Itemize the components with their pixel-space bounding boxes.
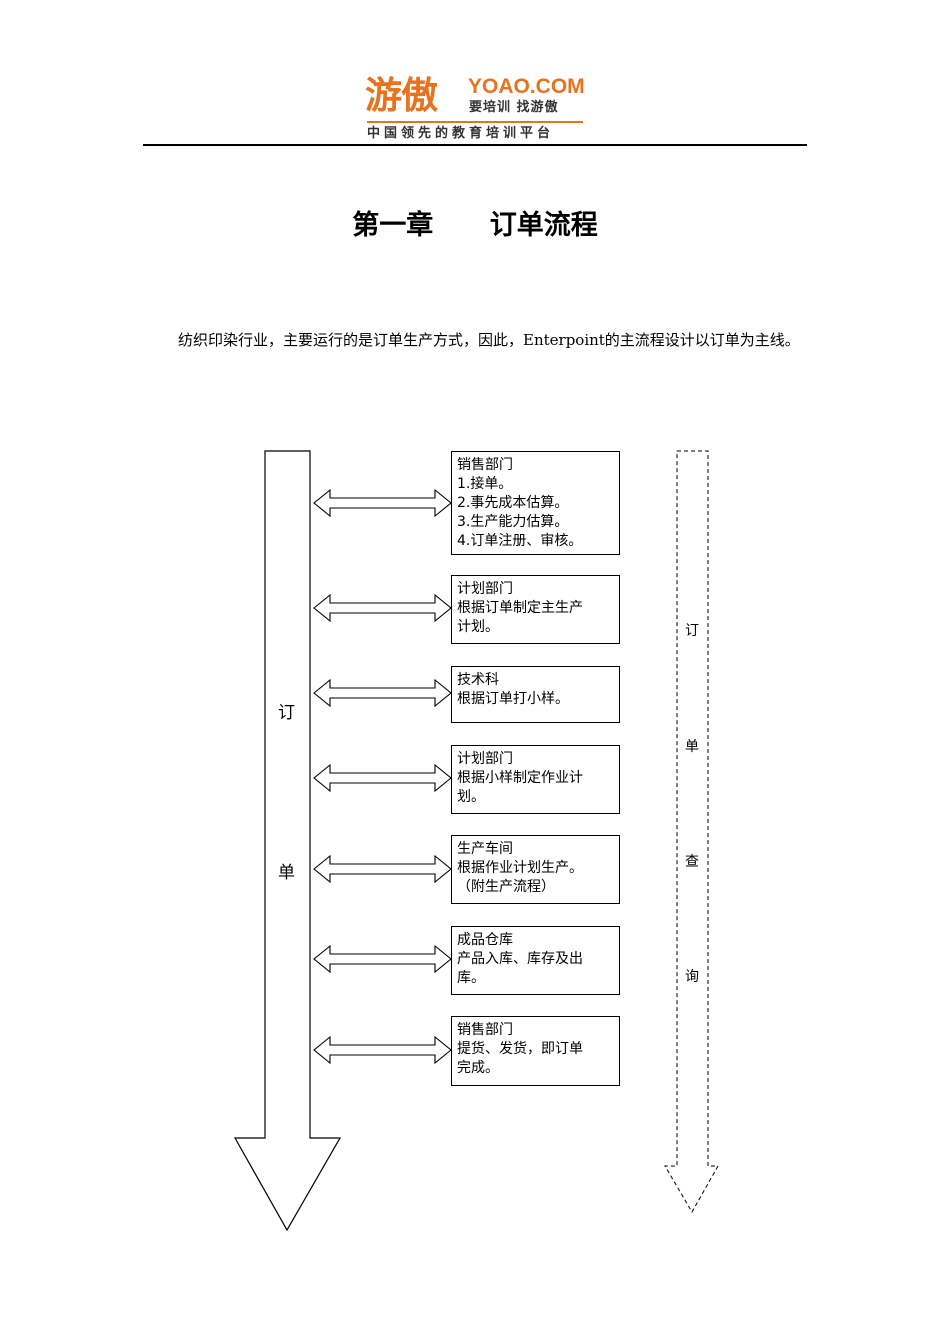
box-line: 产品入库、库存及出 (457, 951, 583, 967)
logo-divider (367, 121, 583, 123)
right-arrow-char-3: 查 (685, 854, 699, 870)
box-line: 完成。 (457, 1060, 499, 1076)
box-line: 2.事先成本估算。 (457, 495, 569, 511)
left-arrow-char-1: 订 (278, 703, 295, 723)
double-arrow-7 (313, 1035, 452, 1065)
box-line: 销售部门 (457, 457, 513, 473)
logo-brand-en: YOAO.COM (468, 75, 585, 98)
box-line: 根据订单打小样。 (457, 691, 569, 707)
right-arrow-char-1: 订 (685, 623, 699, 639)
right-arrow-char-4: 询 (685, 969, 699, 985)
logo: 游傲 YOAO.COM 要培训 找游傲 中国领先的教育培训平台 (365, 74, 585, 146)
box-line: 生产车间 (457, 841, 513, 857)
box-line: 根据小样制定作业计 (457, 770, 583, 786)
dept-box-planning-master: 计划部门 根据订单制定主生产 计划。 (451, 575, 620, 644)
double-arrow-1 (313, 488, 452, 518)
dept-box-planning-work: 计划部门 根据小样制定作业计 划。 (451, 745, 620, 814)
double-arrow-5 (313, 854, 452, 884)
header-rule (143, 144, 807, 146)
box-line: 技术科 (457, 672, 499, 688)
dept-box-technical: 技术科 根据订单打小样。 (451, 666, 620, 723)
chapter-number: 第一章 (352, 210, 434, 241)
box-line: 提货、发货，即订单 (457, 1041, 583, 1057)
box-line: 1.接单。 (457, 476, 513, 492)
box-line: 计划部门 (457, 751, 513, 767)
order-main-arrow (233, 450, 342, 1232)
dept-box-sales-intake: 销售部门 1.接单。 2.事先成本估算。 3.生产能力估算。 4.订单注册、审核… (451, 451, 620, 555)
order-query-arrow (664, 450, 719, 1214)
box-line: 4.订单注册、审核。 (457, 533, 583, 549)
box-line: 销售部门 (457, 1022, 513, 1038)
box-line: 计划部门 (457, 581, 513, 597)
dept-box-workshop: 生产车间 根据作业计划生产。 （附生产流程） (451, 835, 620, 904)
box-line: 成品仓库 (457, 932, 513, 948)
box-line: （附生产流程） (457, 879, 555, 895)
box-line: 3.生产能力估算。 (457, 514, 569, 530)
dept-box-warehouse: 成品仓库 产品入库、库存及出 库。 (451, 926, 620, 995)
box-line: 划。 (457, 789, 485, 805)
box-line: 库。 (457, 970, 485, 986)
double-arrow-2 (313, 593, 452, 623)
box-line: 计划。 (457, 619, 499, 635)
dept-box-sales-delivery: 销售部门 提货、发货，即订单 完成。 (451, 1016, 620, 1086)
intro-paragraph: 纺织印染行业，主要运行的是订单生产方式，因此，Enterpoint的主流程设计以… (178, 331, 800, 349)
chapter-name: 订单流程 (489, 210, 598, 241)
logo-slogan: 要培训 找游傲 (469, 100, 559, 115)
double-arrow-6 (313, 944, 452, 974)
double-arrow-4 (313, 763, 452, 793)
chapter-title: 第一章 订单流程 (0, 206, 950, 246)
logo-tagline: 中国领先的教育培训平台 (367, 126, 555, 141)
box-line: 根据订单制定主生产 (457, 600, 583, 616)
double-arrow-3 (313, 678, 452, 708)
box-line: 根据作业计划生产。 (457, 860, 583, 876)
left-arrow-char-2: 单 (278, 863, 295, 883)
double-arrows (313, 488, 452, 1065)
logo-brand-cn: 游傲 (365, 74, 438, 117)
right-arrow-char-2: 单 (685, 739, 699, 755)
